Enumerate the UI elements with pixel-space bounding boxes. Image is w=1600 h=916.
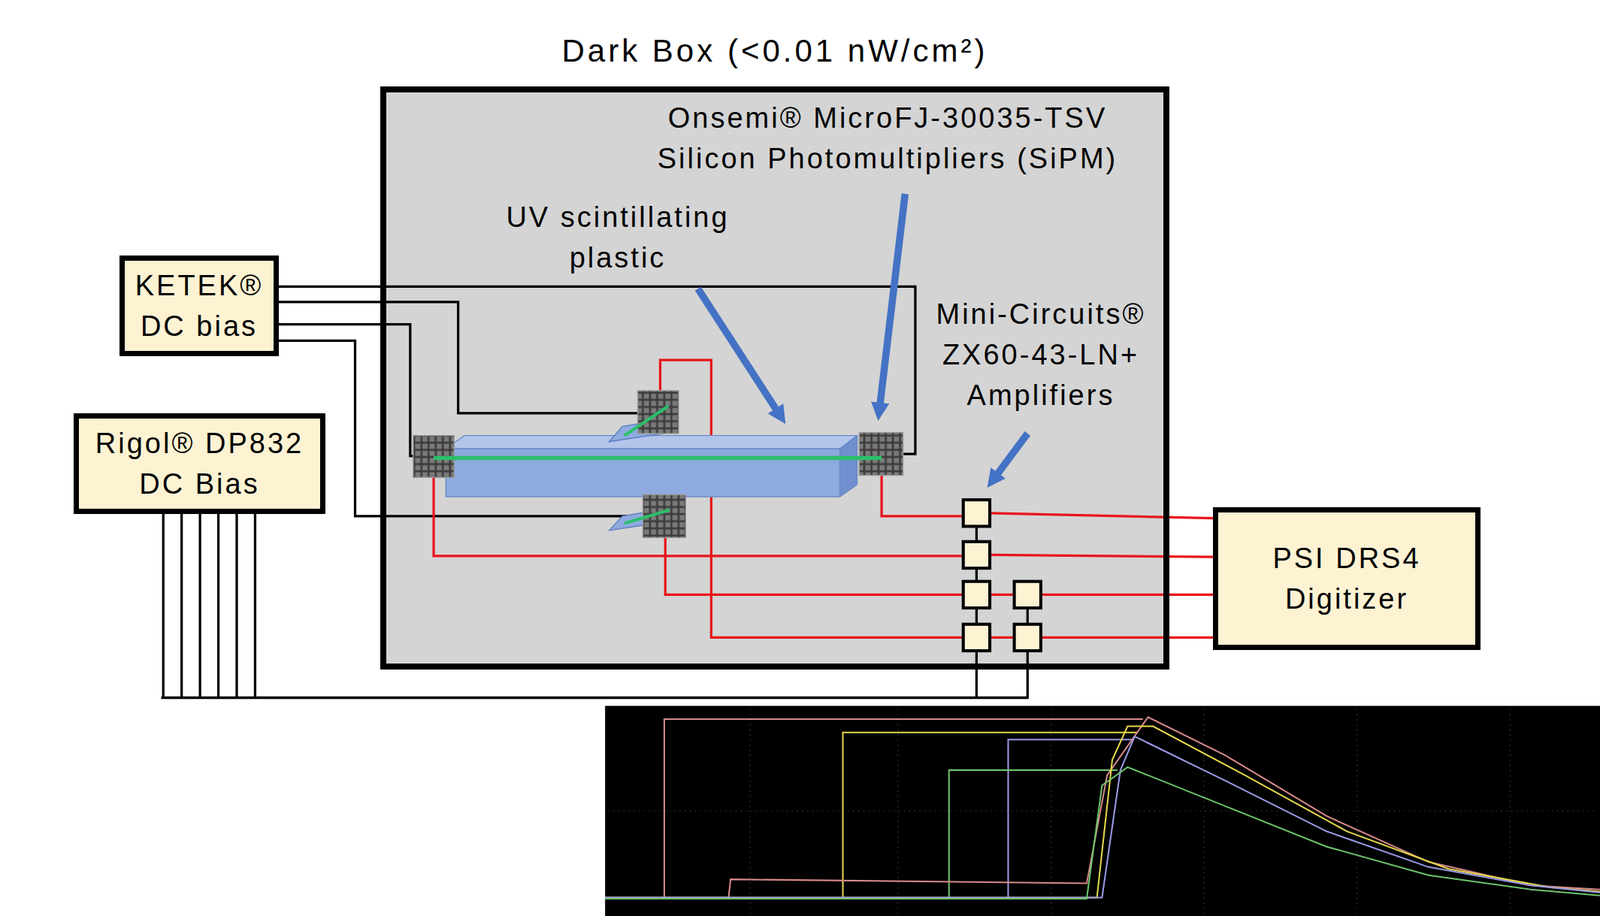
supply-wire (180, 513, 183, 699)
supply-wire (254, 513, 257, 699)
scope-grid-line (749, 708, 751, 914)
amplifier-block (1014, 581, 1041, 608)
scope-grid-line (1509, 708, 1511, 914)
callout-label: Onsemi® MicroFJ-30035-TSV Silicon Photom… (632, 97, 1144, 179)
digitizer-box: PSI DRS4 Digitizer (1212, 507, 1481, 651)
scope-grid-line (897, 708, 899, 914)
oscilloscope-screen (604, 705, 1600, 916)
supply-wire (161, 696, 1029, 699)
box-label: KETEK® DC bias (130, 265, 268, 347)
callout-arrow (698, 288, 779, 414)
bias-supply-box: Rigol® DP832 DC Bias (73, 413, 326, 515)
scope-cursor (949, 770, 1118, 899)
callout-arrow (879, 193, 905, 409)
signal-wire (1040, 593, 1213, 596)
callout-label: Mini-Circuits® ZX60-43-LN+ Amplifiers (920, 293, 1162, 416)
supply-wire (235, 513, 238, 699)
callout-label: UV scintillating plastic (489, 196, 746, 279)
supply-wire (217, 513, 220, 699)
bias-wire (278, 286, 916, 454)
supply-wire (1026, 650, 1029, 698)
scope-cursor (843, 732, 1138, 899)
scope-grid-line (607, 810, 1598, 812)
scintillator-top (445, 435, 857, 450)
pulse-trace (604, 767, 1600, 899)
signal-wire (881, 475, 964, 517)
amplifier-block (963, 624, 990, 651)
signal-wire (989, 636, 1015, 639)
box-label: PSI DRS4 Digitizer (1224, 538, 1470, 620)
signal-wire (659, 359, 963, 638)
bias-wire (278, 302, 639, 414)
pulse-trace (604, 716, 1600, 898)
amplifier-block (963, 499, 990, 527)
scope-grid-line (1356, 708, 1358, 914)
wavelength-shifting-fiber (624, 510, 670, 524)
supply-wire (198, 513, 201, 699)
pulse-trace (604, 726, 1600, 899)
scintillator-side (839, 435, 857, 497)
wavelength-shifting-fiber (433, 456, 882, 460)
amplifier-block (1014, 624, 1041, 651)
signal-wire (989, 554, 1213, 557)
scope-grid-line (1203, 708, 1205, 914)
amplifier-block (963, 581, 990, 608)
supply-wire (975, 650, 978, 698)
dark-box-interior (380, 86, 1170, 669)
box-heading: Dark Box (<0.01 nW/cm²) (220, 30, 1329, 72)
box-label: Rigol® DP832 DC Bias (84, 423, 315, 505)
signal-wire (1040, 636, 1213, 639)
sipm-chip (858, 432, 903, 476)
pulse-trace (604, 736, 1600, 898)
wavelength-shifting-fiber (624, 405, 669, 436)
signal-wire (989, 513, 1213, 519)
signal-wire (989, 593, 1015, 596)
supply-wire (1026, 607, 1029, 625)
amplifier-block (963, 541, 990, 569)
scope-cursor (664, 719, 1144, 899)
callout-arrow (995, 433, 1028, 478)
supply-wire (162, 513, 165, 699)
bias-supply-box: KETEK® DC bias (119, 255, 279, 357)
